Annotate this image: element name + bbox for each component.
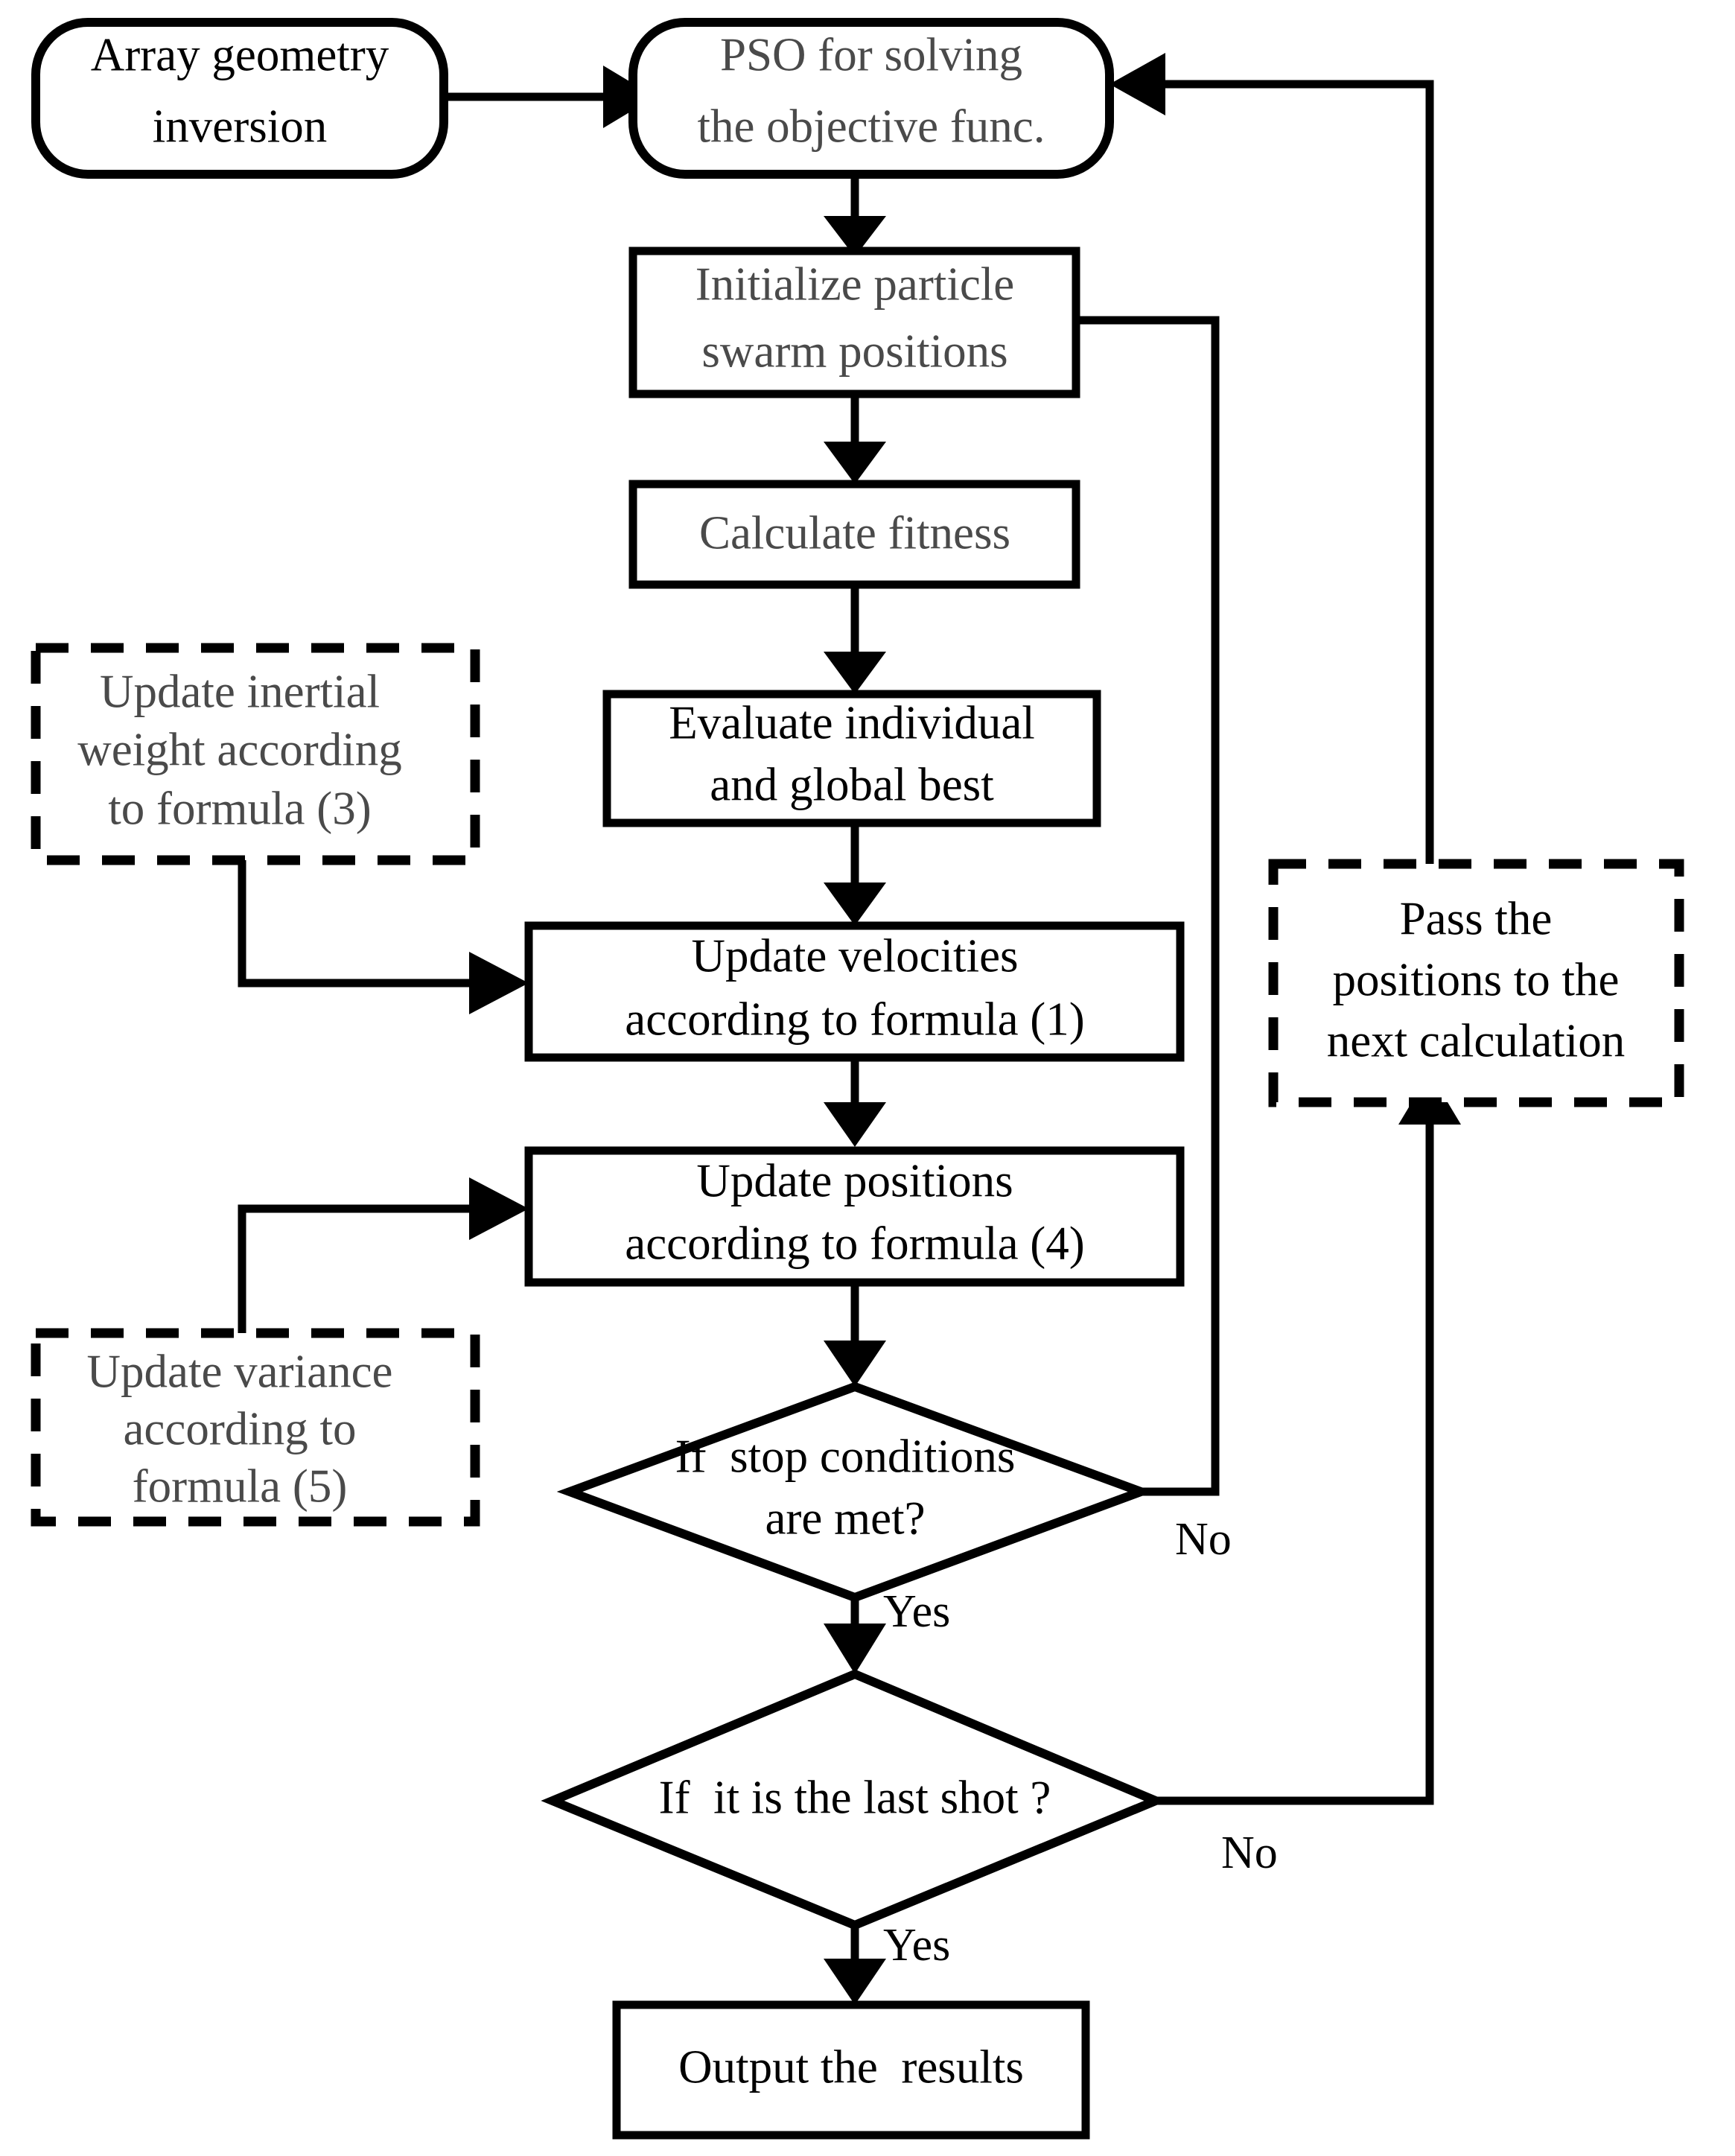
node-initialize-particles[interactable]: Initialize particle swarm positions	[628, 247, 1080, 398]
edge-init-to-fitness	[824, 393, 886, 484]
node-update-variance-line2: according to	[123, 1402, 356, 1454]
edge-last-shot-yes-to-output	[824, 1925, 886, 2005]
node-initialize-particles-line2: swarm positions	[701, 325, 1007, 377]
node-pso-objective-line1: PSO for solving	[720, 28, 1022, 80]
node-pso-objective[interactable]: PSO for solving the objective func.	[628, 18, 1114, 179]
node-update-velocities-line1: Update velocities	[691, 929, 1018, 982]
node-calculate-fitness[interactable]: Calculate fitness	[628, 480, 1080, 589]
edge-label-stop-yes: Yes	[883, 1586, 950, 1637]
edge-last-shot-no-to-pass-positions	[1156, 1072, 1461, 1805]
node-evaluate-best-line2: and global best	[710, 758, 994, 810]
node-pso-objective-line2: the objective func.	[697, 100, 1045, 152]
node-calculate-fitness-label: Calculate fitness	[699, 506, 1010, 559]
edge-start-to-pso	[444, 66, 655, 128]
node-output-results[interactable]: Output the results	[612, 2000, 1090, 2140]
edge-evaluate-to-update-velocities	[824, 823, 886, 926]
node-array-geometry-inversion-line1: Array geometry	[91, 28, 389, 80]
node-update-positions-line1: Update positions	[696, 1154, 1013, 1206]
node-array-geometry-inversion-line2: inversion	[153, 100, 327, 152]
node-update-positions[interactable]: Update positions according to formula (4…	[524, 1146, 1185, 1287]
node-update-inertial-weight-line2: weight according	[77, 723, 402, 775]
node-pass-positions-line2: positions to the	[1332, 953, 1619, 1005]
edge-update-positions-to-stop-conditions	[824, 1282, 886, 1387]
edge-update-velocities-to-update-positions	[824, 1058, 886, 1147]
edge-pso-to-init	[824, 173, 886, 257]
node-array-geometry-inversion[interactable]: Array geometry inversion	[31, 18, 448, 179]
node-last-shot-label: If it is the last shot ?	[659, 1771, 1051, 1823]
node-update-positions-line2: according to formula (4)	[625, 1217, 1085, 1269]
node-update-variance[interactable]: Update variance according to formula (5)	[31, 1328, 480, 1527]
node-update-variance-line3: formula (5)	[133, 1460, 348, 1512]
node-initialize-particles-line1: Initialize particle	[695, 258, 1015, 310]
node-update-inertial-weight-line1: Update inertial	[100, 665, 380, 717]
node-output-results-label: Output the results	[678, 2041, 1024, 2093]
node-stop-conditions-line2: are met?	[765, 1492, 925, 1544]
edge-pass-positions-to-pso	[1110, 53, 1434, 864]
node-last-shot-decision[interactable]: If it is the last shot ?	[541, 1669, 1168, 1930]
node-update-velocities-line2: according to formula (1)	[625, 993, 1085, 1045]
node-pass-positions-line1: Pass the	[1400, 892, 1553, 944]
edge-variance-to-update-positions	[238, 1177, 529, 1333]
edge-label-last-no: No	[1221, 1828, 1278, 1878]
edge-label-stop-no: No	[1175, 1514, 1232, 1565]
node-evaluate-best-line1: Evaluate individual	[669, 696, 1035, 748]
edge-stop-conditions-no-to-init	[886, 289, 1220, 1496]
node-pass-positions-line3: next calculation	[1327, 1014, 1626, 1066]
node-evaluate-best[interactable]: Evaluate individual and global best	[602, 690, 1101, 827]
edge-label-last-yes: Yes	[883, 1920, 950, 1971]
edge-inertial-weight-to-update-velocities	[238, 860, 529, 1014]
node-update-inertial-weight[interactable]: Update inertial weight according to form…	[31, 643, 480, 865]
node-stop-conditions-line1: If stop conditions	[675, 1430, 1016, 1482]
node-stop-conditions-decision[interactable]: If stop conditions are met?	[556, 1381, 1154, 1603]
node-update-inertial-weight-line3: to formula (3)	[108, 782, 371, 834]
edge-stop-conditions-yes-to-last-shot	[824, 1597, 886, 1674]
node-update-variance-line1: Update variance	[86, 1345, 392, 1397]
node-update-velocities[interactable]: Update velocities according to formula (…	[524, 921, 1185, 1062]
edge-fitness-to-evaluate	[824, 585, 886, 694]
node-pass-positions[interactable]: Pass the positions to the next calculati…	[1268, 859, 1684, 1107]
